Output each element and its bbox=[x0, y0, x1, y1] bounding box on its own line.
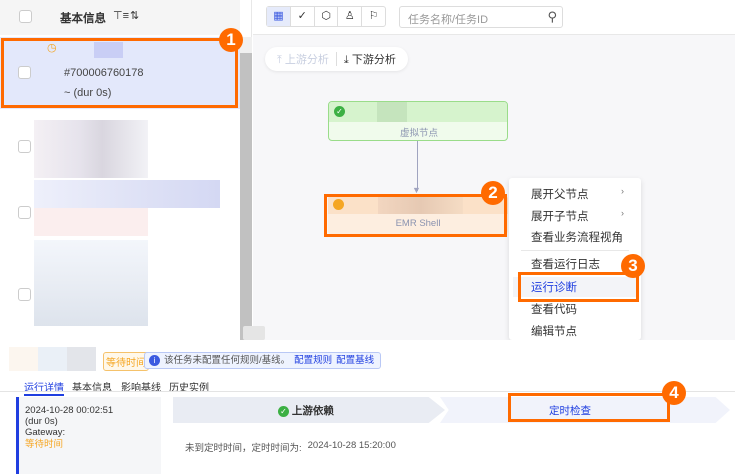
instance-card[interactable]: 2024-10-28 00:02:51 (dur 0s) Gateway: 等待… bbox=[16, 397, 161, 474]
redacted-row bbox=[34, 120, 148, 178]
search-icon[interactable]: ⚲ bbox=[547, 9, 557, 24]
scrollbar[interactable] bbox=[240, 37, 252, 340]
task-list: 基本信息 ⊤≡ ⇅ ◷ #700006760178 ~ (dur 0s) bbox=[0, 0, 252, 340]
node-name-redacted bbox=[378, 196, 463, 214]
menu-business-flow-view[interactable]: 查看业务流程视角 bbox=[531, 232, 623, 244]
chevron-right-icon: › bbox=[621, 186, 624, 196]
tab-basic-info[interactable]: 基本信息 bbox=[72, 383, 112, 394]
notice-text: 该任务未配置任何规则/基线。 bbox=[164, 355, 291, 366]
divider bbox=[335, 52, 337, 66]
menu-view-log[interactable]: 查看运行日志 bbox=[531, 259, 600, 271]
check-circle-icon[interactable]: ✓ bbox=[289, 7, 314, 26]
list-item-selected[interactable]: ◷ #700006760178 ~ (dur 0s) bbox=[0, 37, 240, 109]
tab-history-instances[interactable]: 历史实例 bbox=[169, 383, 209, 394]
config-baseline-link[interactable]: 配置基线 bbox=[336, 355, 375, 366]
analysis-pill: ⤒ 上游分析 ⤓ 下游分析 bbox=[265, 47, 408, 71]
user-icon[interactable]: ♙ bbox=[337, 7, 361, 26]
row-checkbox[interactable] bbox=[18, 140, 31, 153]
node-header bbox=[329, 102, 507, 122]
downstream-analysis-button[interactable]: ⤓ 下游分析 bbox=[343, 54, 396, 66]
edge bbox=[417, 141, 418, 191]
canvas-toolbar: ▦ ✓ ⬡ ♙ ⚐ 任务名称/任务ID ⚲ bbox=[253, 0, 735, 35]
instance-gateway: Gateway: bbox=[25, 427, 66, 438]
highlight-3 bbox=[518, 272, 639, 302]
step-label: 上游依赖 bbox=[291, 405, 334, 417]
annotation-badge-1: 1 bbox=[219, 28, 243, 52]
downstream-label: 下游分析 bbox=[351, 54, 396, 66]
edge-arrow: ▼ bbox=[412, 185, 421, 195]
chevron-right-icon: › bbox=[621, 208, 624, 218]
instance-status: 等待时间 bbox=[25, 439, 64, 450]
collapse-handle[interactable] bbox=[243, 326, 265, 340]
menu-view-code[interactable]: 查看代码 bbox=[531, 304, 577, 316]
task-name-redacted bbox=[9, 347, 38, 371]
search-placeholder: 任务名称/任务ID bbox=[408, 14, 489, 26]
tabs-divider bbox=[0, 391, 735, 392]
cube-icon[interactable]: ⬡ bbox=[313, 7, 338, 26]
tab-run-details[interactable]: 运行详情 bbox=[24, 379, 64, 396]
menu-divider bbox=[521, 250, 629, 251]
dag-canvas[interactable]: ▦ ✓ ⬡ ♙ ⚐ 任务名称/任务ID ⚲ ⤒ 上游分析 ⤓ 下游分析 ✓ 虚拟… bbox=[243, 0, 735, 340]
context-menu: 展开父节点 › 展开子节点 › 查看业务流程视角 查看运行日志 运行诊断 查看代… bbox=[509, 178, 641, 340]
menu-item-active-bg bbox=[513, 277, 637, 297]
message-row: 未到定时时间，定时时间为: 2024-10-28 15:20:00 bbox=[185, 440, 396, 454]
annotation-badge-3: 3 bbox=[621, 254, 645, 278]
upstream-analysis-button[interactable]: ⤒ 上游分析 bbox=[277, 54, 329, 66]
redacted-row bbox=[34, 240, 148, 326]
instance-time: 2024-10-28 00:02:51 bbox=[25, 405, 114, 416]
view-icon-group: ▦ ✓ ⬡ ♙ ⚐ bbox=[266, 6, 386, 27]
task-name-redacted bbox=[38, 347, 67, 371]
search-input[interactable]: 任务名称/任务ID ⚲ bbox=[399, 6, 563, 28]
instance-duration: (dur 0s) bbox=[25, 416, 58, 427]
upstream-label: 上游分析 bbox=[284, 54, 329, 66]
grid-icon[interactable]: ▦ bbox=[267, 7, 290, 26]
filter-icon[interactable]: ⊤≡ bbox=[113, 10, 130, 22]
success-icon: ✓ bbox=[334, 106, 345, 117]
list-header: 基本信息 ⊤≡ ⇅ bbox=[0, 0, 240, 35]
notice-bar: i 该任务未配置任何规则/基线。 配置规则 配置基线 bbox=[144, 352, 382, 369]
select-all-checkbox[interactable] bbox=[19, 10, 32, 23]
task-id: #700006760178 bbox=[64, 67, 144, 79]
header-label: 基本信息 bbox=[60, 13, 106, 25]
info-icon: i bbox=[149, 355, 160, 366]
node-name-redacted bbox=[377, 102, 407, 122]
redacted-row bbox=[34, 208, 148, 236]
message-time: 2024-10-28 15:20:00 bbox=[307, 440, 396, 451]
success-icon: ✓ bbox=[278, 406, 289, 417]
highlight-1 bbox=[1, 38, 238, 108]
menu-run-diagnosis[interactable]: 运行诊断 bbox=[531, 282, 577, 294]
step-upstream[interactable]: ✓ 上游依赖 bbox=[173, 397, 445, 423]
node-label: EMR Shell bbox=[395, 218, 441, 229]
highlight-2 bbox=[324, 194, 507, 237]
sort-icon[interactable]: ⇅ bbox=[130, 10, 140, 22]
row-checkbox[interactable] bbox=[18, 66, 31, 79]
task-name-redacted bbox=[94, 42, 123, 58]
config-rule-link[interactable]: 配置规则 bbox=[294, 355, 333, 366]
annotation-badge-4: 4 bbox=[662, 381, 686, 405]
scrollbar-thumb[interactable] bbox=[240, 53, 252, 340]
menu-edit-node[interactable]: 编辑节点 bbox=[531, 326, 577, 338]
tab-affected-baseline[interactable]: 影响基线 bbox=[121, 383, 161, 394]
task-duration: ~ (dur 0s) bbox=[64, 87, 112, 99]
redacted-row bbox=[34, 180, 220, 208]
clock-icon bbox=[333, 199, 344, 210]
instance-detail-panel: 等待时间 i 该任务未配置任何规则/基线。 配置规则 配置基线 运行详情 基本信… bbox=[0, 340, 735, 474]
highlight-4 bbox=[508, 393, 670, 422]
node-emr-shell[interactable]: EMR Shell bbox=[328, 196, 508, 234]
flag-icon[interactable]: ⚐ bbox=[361, 7, 385, 26]
row-checkbox[interactable] bbox=[18, 288, 31, 301]
clock-icon: ◷ bbox=[47, 42, 57, 54]
node-label: 虚拟节点 bbox=[399, 128, 438, 139]
status-tag: 等待时间 bbox=[103, 352, 149, 371]
menu-expand-parents[interactable]: 展开父节点 bbox=[531, 189, 589, 201]
node-virtual[interactable]: ✓ 虚拟节点 bbox=[328, 101, 508, 141]
row-checkbox[interactable] bbox=[18, 206, 31, 219]
task-name-redacted bbox=[67, 347, 96, 371]
menu-expand-children[interactable]: 展开子节点 bbox=[531, 211, 589, 223]
message-label: 未到定时时间，定时时间为: bbox=[185, 443, 302, 454]
step-label: 定时检查 bbox=[549, 405, 591, 417]
annotation-badge-2: 2 bbox=[481, 181, 505, 205]
